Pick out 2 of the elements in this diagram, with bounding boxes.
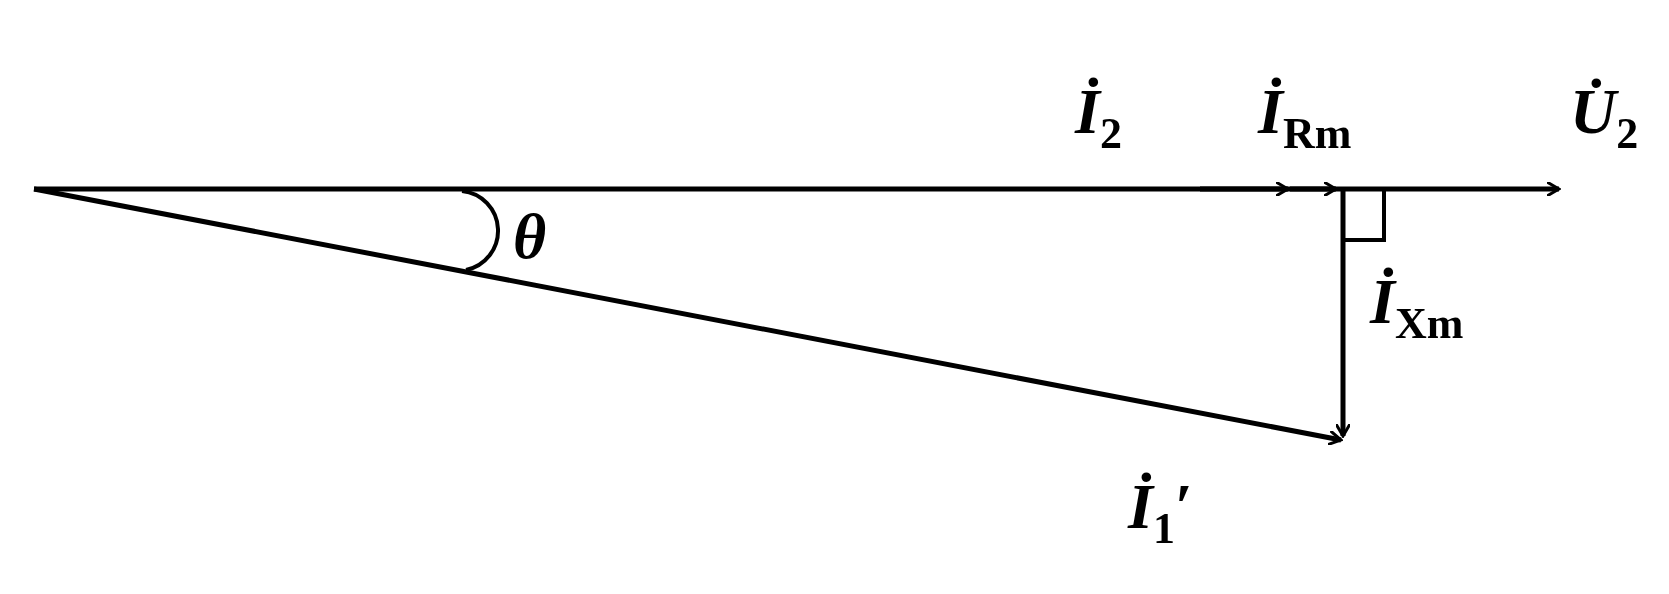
angle-label: θ — [513, 205, 547, 269]
phasor-label: U̇$_{2}$ — [1570, 80, 1639, 157]
